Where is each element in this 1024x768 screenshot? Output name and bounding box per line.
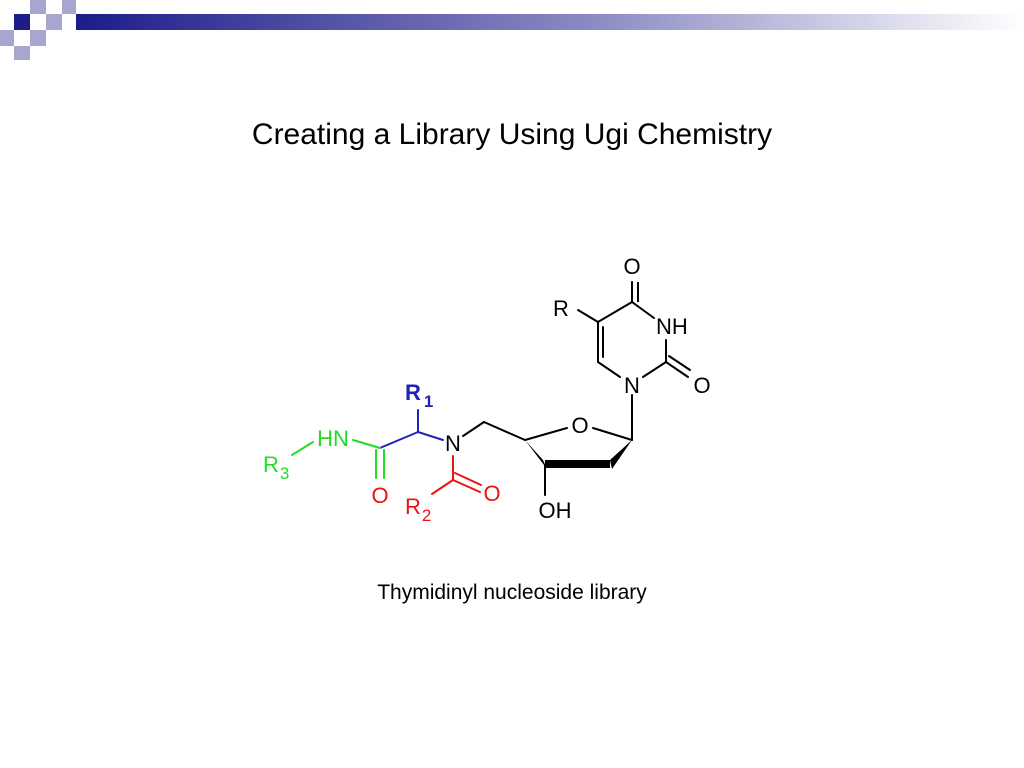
- deco-square: [30, 30, 46, 46]
- slide-caption: Thymidinyl nucleoside library: [377, 581, 647, 604]
- deco-square: [30, 0, 46, 14]
- wedge-bond: [610, 440, 632, 469]
- acyl-fragment-bonds: [431, 455, 482, 495]
- atom-nh: NH: [656, 314, 688, 339]
- deco-square: [62, 0, 76, 14]
- wedge-bond: [525, 440, 547, 469]
- atom-o-red: O: [483, 481, 500, 506]
- group-r3: R3: [263, 452, 289, 483]
- deco-square: [46, 14, 62, 30]
- header-gradient-band: [76, 14, 1024, 30]
- header-decoration: [0, 0, 1024, 60]
- r1-fragment-bonds: [379, 409, 444, 449]
- deco-square: [14, 14, 30, 30]
- pyrimidine-ring-bonds: [577, 281, 691, 441]
- atom-hn: HN: [317, 426, 349, 451]
- sugar-ring-bonds: [462, 421, 633, 496]
- atom-o-sugar: O: [571, 413, 588, 438]
- atom-o-right: O: [693, 373, 710, 398]
- amide-fragment-bonds: [291, 439, 385, 479]
- atom-n-ring: N: [624, 373, 640, 398]
- deco-square: [0, 30, 14, 46]
- atom-oh: OH: [539, 498, 572, 523]
- deco-square: [14, 46, 30, 60]
- atom-o-top: O: [623, 254, 640, 279]
- slide-title: Creating a Library Using Ugi Chemistry: [251, 118, 773, 151]
- wedge-bond: [545, 460, 610, 468]
- atom-n-amide: N: [445, 431, 461, 456]
- atom-o-green: O: [371, 483, 388, 508]
- group-r2: R2: [405, 494, 431, 525]
- atom-r: R: [553, 296, 569, 321]
